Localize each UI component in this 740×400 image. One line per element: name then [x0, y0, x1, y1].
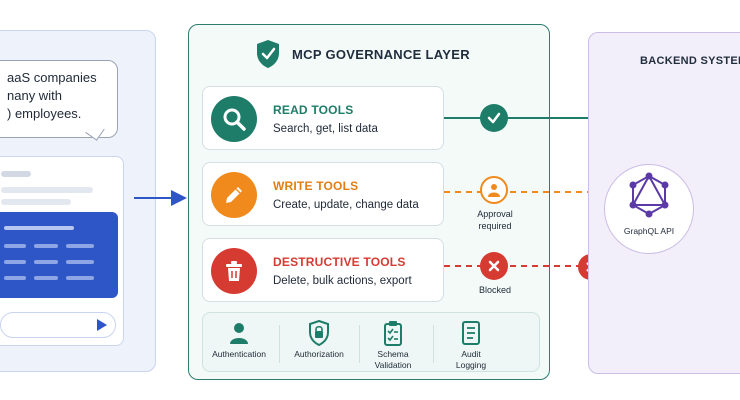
read-tools-desc: Search, get, list data — [273, 123, 378, 135]
user-icon — [203, 319, 275, 347]
graphql-label: GraphQL API — [623, 226, 675, 236]
card-line — [4, 276, 26, 280]
chat-input[interactable] — [0, 312, 116, 338]
send-icon[interactable] — [97, 319, 107, 331]
blocked-icon — [480, 252, 508, 280]
read-tools-title: READ TOOLS — [273, 103, 354, 117]
feature-authorization: Authorization — [283, 319, 355, 360]
card-line — [34, 276, 58, 280]
feature-label: Authorization — [294, 349, 344, 359]
destructive-tools-title: DESTRUCTIVE TOOLS — [273, 255, 406, 269]
card-line — [34, 260, 58, 264]
trash-icon — [211, 248, 257, 294]
card-line — [66, 260, 94, 264]
divider — [433, 325, 434, 363]
lock-shield-icon — [283, 319, 355, 347]
destructive-tools-desc: Delete, bulk actions, export — [273, 275, 412, 287]
bubble-line-3: ) employees. — [7, 106, 82, 121]
clipboard-check-icon — [357, 319, 429, 347]
placeholder-line — [1, 187, 93, 193]
chat-bubble: aaS companies nany with ) employees. — [0, 60, 118, 138]
approver-icon — [480, 176, 508, 204]
shield-check-icon — [257, 40, 279, 68]
approval-label: Approval required — [477, 209, 513, 231]
blocked-label: Blocked — [478, 285, 512, 295]
write-tools-desc: Create, update, change data — [273, 199, 419, 211]
write-tools-card[interactable]: WRITE TOOLS Create, update, change data — [202, 162, 444, 226]
placeholder-line — [1, 171, 31, 177]
divider — [359, 325, 360, 363]
feature-label: Authentication — [212, 349, 266, 359]
backend-title: BACKEND SYSTEMS — [640, 55, 740, 67]
read-tools-card[interactable]: READ TOOLS Search, get, list data — [202, 86, 444, 150]
bubble-line-1: aaS companies — [7, 70, 97, 85]
bubble-line-2: nany with — [7, 88, 62, 103]
governance-title: MCP GOVERNANCE LAYER — [292, 47, 470, 62]
card-line — [66, 244, 94, 248]
divider — [279, 325, 280, 363]
card-line — [34, 244, 58, 248]
feature-label: Schema Validation — [374, 349, 412, 370]
search-icon — [211, 96, 257, 142]
feature-label: Audit Logging — [455, 349, 487, 370]
placeholder-line — [1, 199, 71, 205]
result-card — [0, 212, 118, 298]
destructive-tools-card[interactable]: DESTRUCTIVE TOOLS Delete, bulk actions, … — [202, 238, 444, 302]
card-line — [4, 226, 74, 230]
document-icon — [435, 319, 507, 347]
feature-schema-validation: Schema Validation — [357, 319, 429, 371]
card-line — [4, 244, 26, 248]
feature-authentication: Authentication — [203, 319, 275, 360]
feature-audit-logging: Audit Logging — [435, 319, 507, 371]
pencil-icon — [211, 172, 257, 218]
card-line — [4, 260, 26, 264]
graphql-icon — [629, 172, 669, 218]
check-icon — [480, 104, 508, 132]
governance-features: Authentication Authorization Schema Vali… — [202, 312, 540, 372]
write-tools-title: WRITE TOOLS — [273, 179, 359, 193]
card-line — [66, 276, 94, 280]
